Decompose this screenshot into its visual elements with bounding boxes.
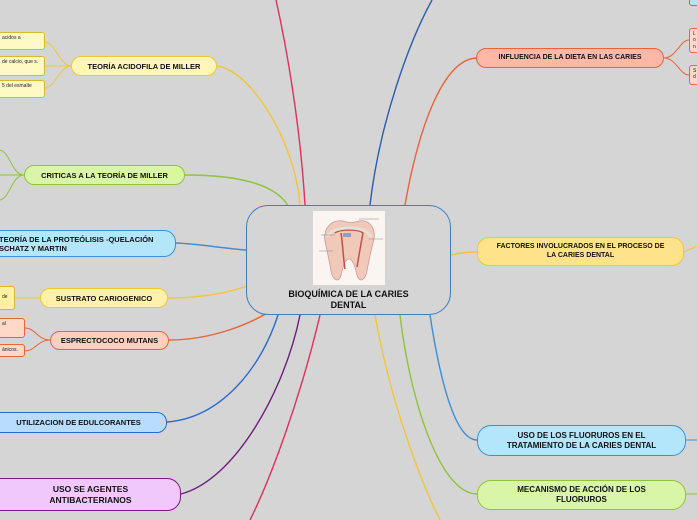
leaf-strep-2[interactable]: ánicos. xyxy=(0,344,25,357)
leaf-link-factores xyxy=(683,245,697,253)
topic-antibacterianos-label: USO SE AGENTES ANTIBACTERIANOS xyxy=(49,484,132,505)
leaf-link-dieta xyxy=(663,39,690,76)
central-topic-label: BIOQUÍMICA DE LA CARIES DENTAL xyxy=(288,289,409,310)
topic-estreptococo-label: ESPRECTOCOCO MUTANS xyxy=(60,336,159,345)
leaf-acid-1[interactable]: acidos a xyxy=(0,32,45,50)
topic-sustrato-label: SUSTRATO CARIOGENICO xyxy=(55,293,153,303)
link-proteolisis xyxy=(175,242,247,251)
topic-dieta-label: INFLUENCIA DE LA DIETA EN LAS CARIES xyxy=(498,53,642,61)
topic-dieta[interactable]: INFLUENCIA DE LA DIETA EN LAS CARIES xyxy=(476,48,664,68)
topic-fluoruros-label: USO DE LOS FLUORUROS EN EL TRATAMIENTO D… xyxy=(506,430,657,450)
tooth-illustration-icon xyxy=(312,211,385,285)
topic-mecanismo[interactable]: MECANISMO DE ACCIÓN DE LOS FLUORUROS xyxy=(477,480,686,510)
topic-edulcorantes-label: UTILIZACION DE EDULCORANTES xyxy=(16,418,141,427)
link-antibacterianos xyxy=(180,314,301,495)
topic-antibacterianos[interactable]: USO SE AGENTES ANTIBACTERIANOS xyxy=(0,478,181,511)
topic-criticas[interactable]: CRITICAS A LA TEORÍA DE MILLER xyxy=(24,165,185,185)
leaf-link-strep xyxy=(24,327,51,352)
topic-edulcorantes[interactable]: UTILIZACION DE EDULCORANTES xyxy=(0,412,167,433)
leaf-acid-2[interactable]: de calcio, que s. xyxy=(0,56,45,76)
link-mecanismo xyxy=(399,314,478,495)
topic-sustrato[interactable]: SUSTRATO CARIOGENICO xyxy=(40,288,168,308)
link-teoria-acidofila xyxy=(216,65,301,206)
topic-fluoruros[interactable]: USO DE LOS FLUORUROS EN EL TRATAMIENTO D… xyxy=(477,425,686,456)
central-topic[interactable]: BIOQUÍMICA DE LA CARIES DENTAL xyxy=(246,205,451,315)
topic-proteolisis-label: TEORÍA DE LA PROTEÓLISIS -QUELACIÓN SCHA… xyxy=(0,234,154,253)
leaf-sustrato-1[interactable]: de xyxy=(0,286,15,310)
topic-criticas-label: CRITICAS A LA TEORÍA DE MILLER xyxy=(41,170,168,180)
leaf-topright[interactable] xyxy=(689,0,697,6)
topic-estreptococo[interactable]: ESPRECTOCOCO MUTANS xyxy=(50,331,169,350)
link-top-blue xyxy=(369,0,433,206)
leaf-link-criticas xyxy=(0,149,25,201)
leaf-strep-1[interactable]: al xyxy=(0,318,25,338)
leaf-acid-3[interactable]: 5 del esmalte xyxy=(0,80,45,98)
topic-teoria-acidofila[interactable]: TEORÍA ACIDOFILA DE MILLER xyxy=(71,56,217,76)
link-dieta xyxy=(404,57,477,206)
topic-proteolisis[interactable]: TEORÍA DE LA PROTEÓLISIS -QUELACIÓN SCHA… xyxy=(0,230,176,257)
link-criticas xyxy=(184,174,291,211)
topic-teoria-acidofila-label: TEORÍA ACIDOFILA DE MILLER xyxy=(87,61,201,71)
leaf-dieta-1[interactable]: L o n xyxy=(689,28,697,53)
link-edulcorantes xyxy=(166,314,279,423)
topic-factores[interactable]: FACTORES INVOLUCRADOS EN EL PROCESO DE L… xyxy=(477,237,684,266)
leaf-dieta-2[interactable]: S d xyxy=(689,65,697,85)
link-bottom-pink xyxy=(249,314,321,520)
leaf-link-acid xyxy=(44,41,72,89)
link-fluoruros xyxy=(429,314,478,441)
topic-mecanismo-label: MECANISMO DE ACCIÓN DE LOS FLUORUROS xyxy=(517,485,646,504)
link-bottom-yellow xyxy=(374,314,441,520)
link-factores xyxy=(450,251,478,256)
link-top-pink xyxy=(275,0,306,206)
topic-factores-label: FACTORES INVOLUCRADOS EN EL PROCESO DE L… xyxy=(496,243,665,259)
